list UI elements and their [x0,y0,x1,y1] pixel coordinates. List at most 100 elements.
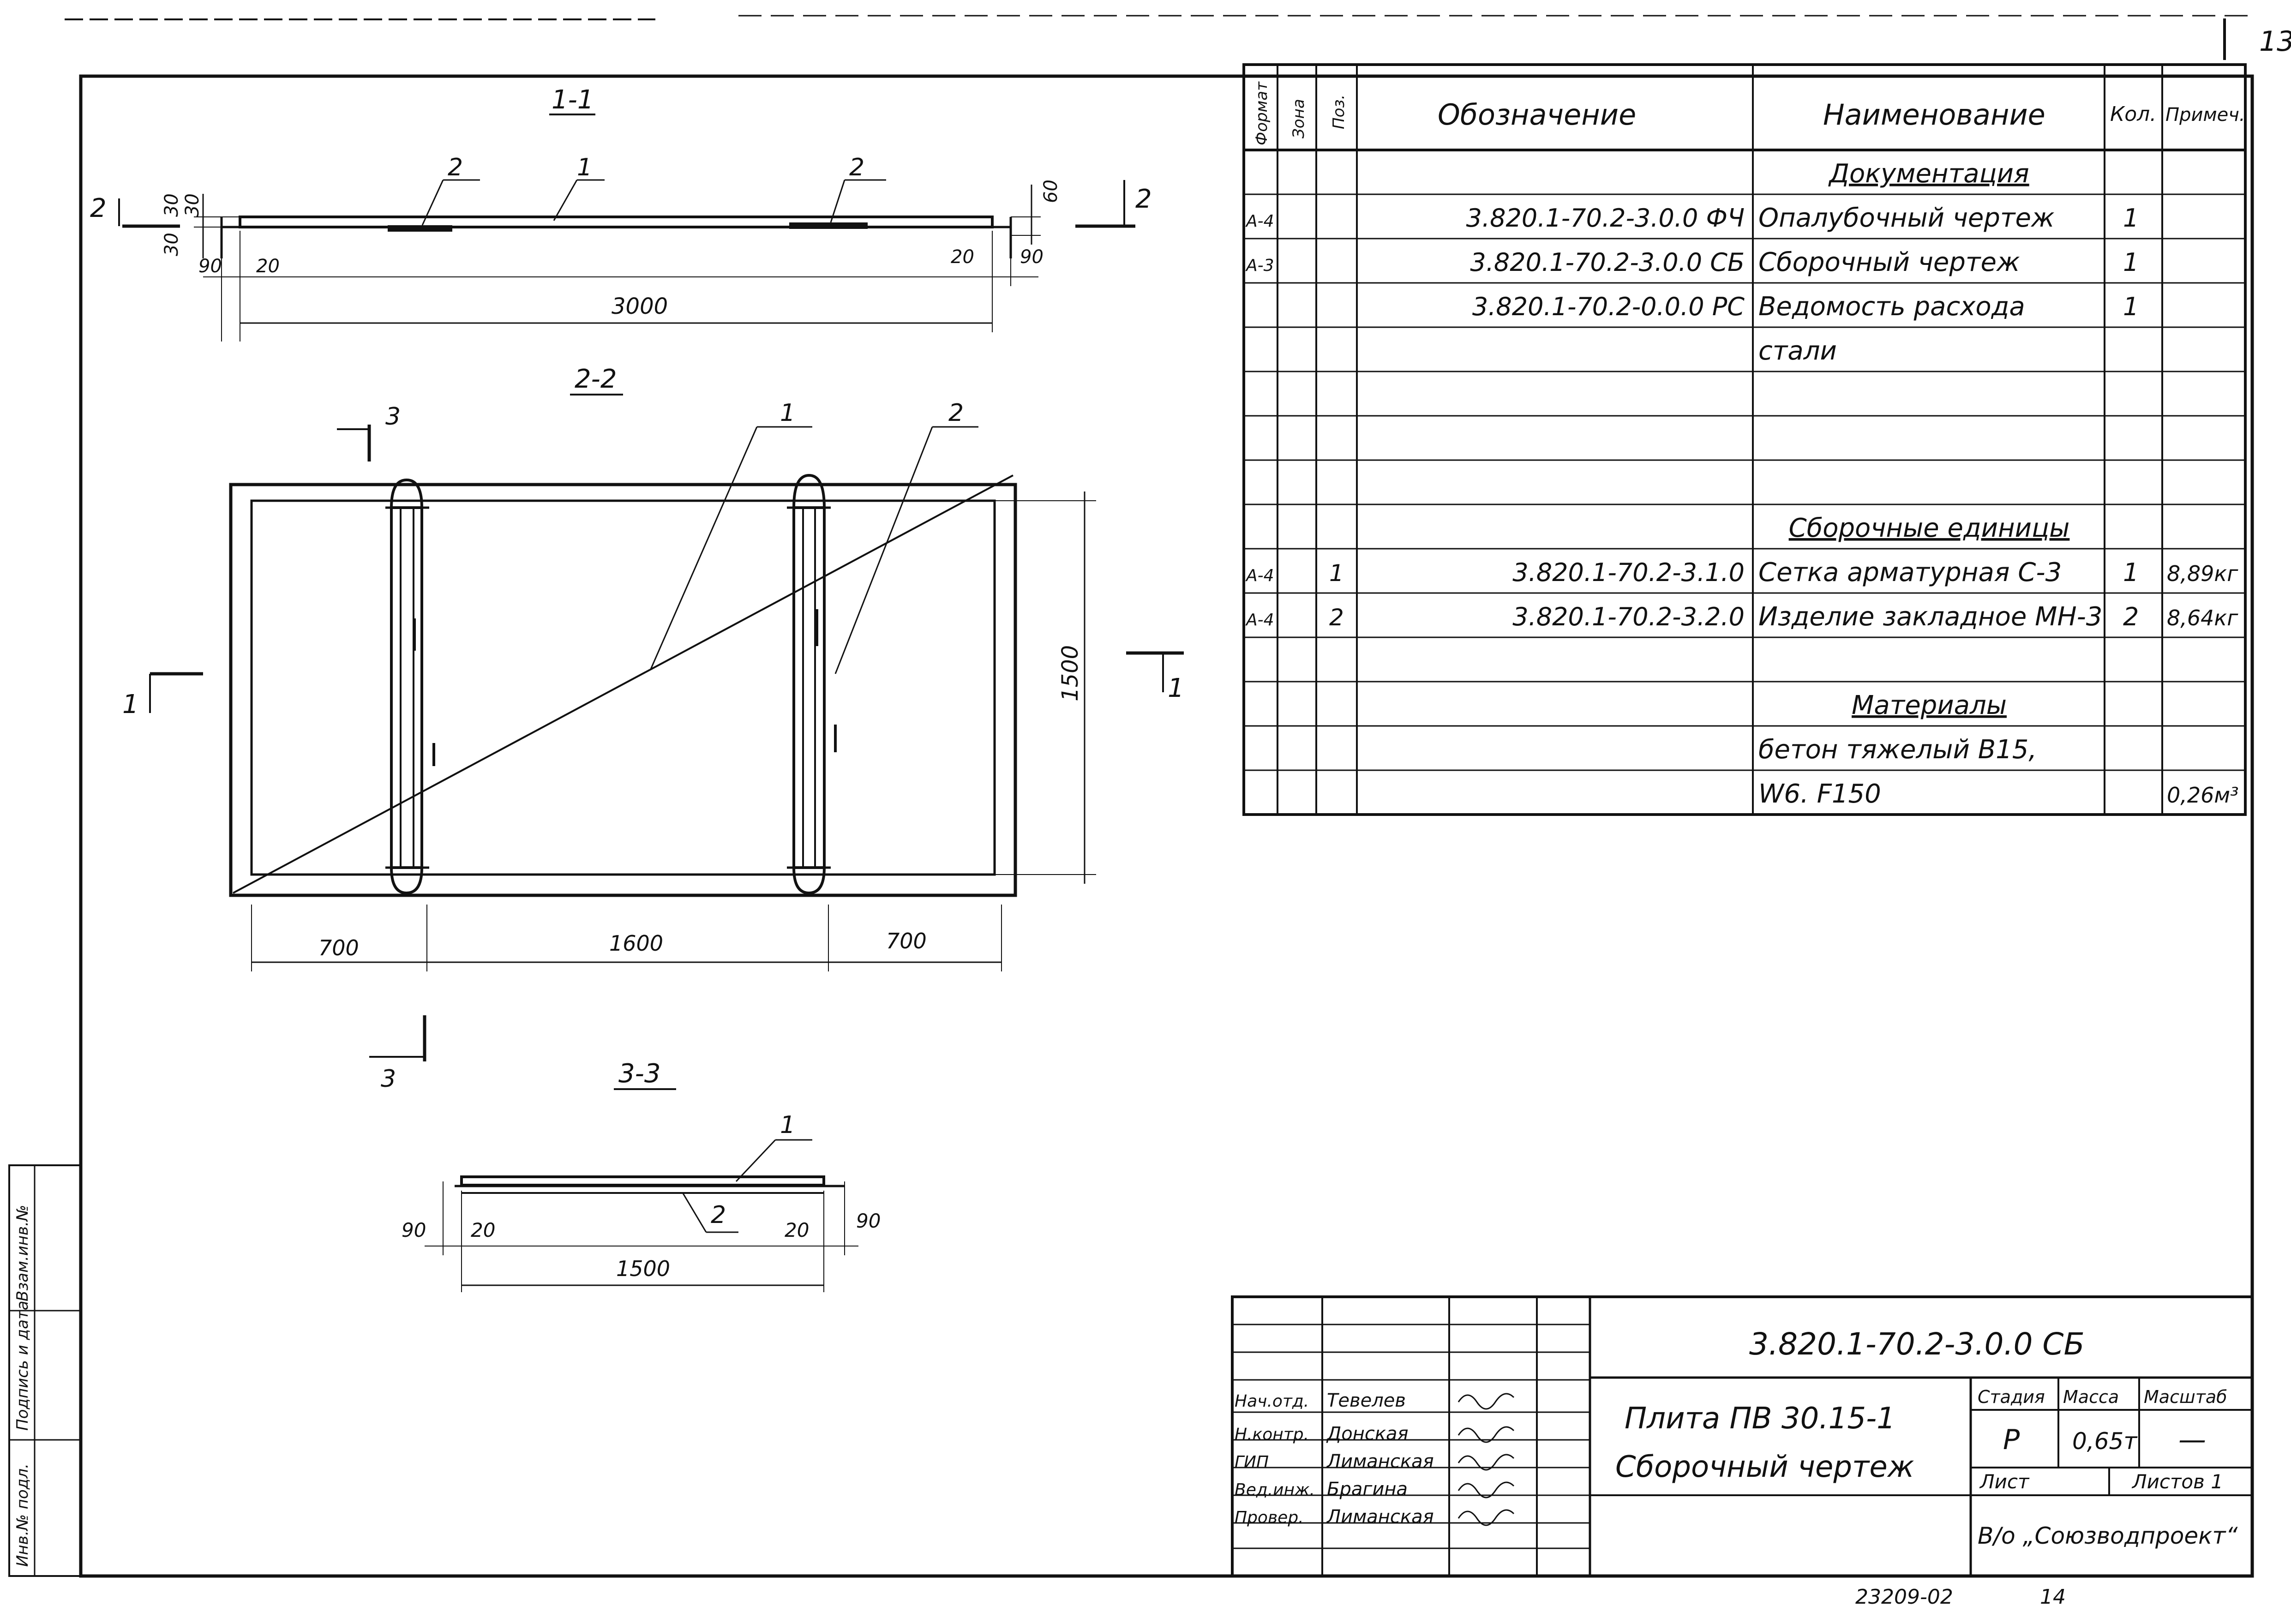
header-zone: Зона [1289,99,1308,138]
section-1-1-cut-right: 2 [1135,184,1152,214]
spec-cell-note: 8,89кг [2167,561,2238,586]
section-2-2-leader-2: 2 [948,399,964,427]
dim-90-right: 90 [1020,246,1044,268]
dim-30b: 30 [161,193,182,217]
dim-30c: 30 [161,233,182,256]
signature-role: ГИП [1235,1453,1269,1472]
signature-name: Донская [1326,1423,1409,1444]
organization: В/о „Союзводпроект“ [1978,1522,2238,1549]
embedded-part-left [385,478,435,895]
specification-table: Формат Зона Поз. Обозначение Наименовани… [1242,63,2247,816]
margin-label-replacement: Взам.инв.№ [13,1205,32,1301]
left-margin-stamp: Инв.№ подл. Подпись и дата Взам.инв.№ [8,1164,82,1577]
document-code: 3.820.1-70.2-3.0.0 СБ [1749,1326,2085,1362]
section-3-3-leader-1: 1 [780,1111,795,1139]
dim-700-left: 700 [318,935,359,960]
header-designation: Обозначение [1438,98,1636,132]
title-block: 3.820.1-70.2-3.0.0 СБ Плита ПВ 30.15-1 С… [1231,1295,2254,1577]
spec-cell-designation: 3.820.1-70.2-3.2.0 [1512,602,1745,631]
spec-cell-qty: 2 [2123,602,2139,631]
spec-cell-qty: 1 [2123,558,2139,587]
header-note: Примеч. [2165,104,2245,126]
section-1-1-title: 1-1 [552,85,594,115]
spec-cell-name: Материалы [1852,690,2007,720]
mesh-outline [250,499,996,876]
dim-1600: 1600 [609,931,663,956]
title-line-2: Сборочный чертеж [1615,1450,1914,1484]
header-name: Наименование [1823,98,2045,132]
section-3-3-dim-20-left: 20 [471,1219,495,1241]
spec-cell-pos: 1 [1329,560,1344,587]
section-1-1-leader-2a: 2 [448,154,463,181]
spec-cell-qty: 1 [2123,292,2139,321]
mass-value: 0,65т [2072,1428,2138,1455]
signature-mark [1457,1426,1515,1443]
signature-mark [1457,1393,1515,1410]
spec-cell-name: Изделие закладное МН-3 [1758,602,2102,632]
signature-role: Нач.отд. [1235,1392,1309,1411]
section-3-3-leader-2: 2 [711,1201,726,1229]
spec-cell-format: А-3 [1245,256,1274,275]
dim-700-right: 700 [886,929,927,953]
frame-footer-code: 23209-02 [1855,1585,1953,1609]
margin-label-inv: Инв.№ подл. [13,1463,32,1567]
spec-cell-format: А-4 [1245,212,1274,231]
section-2-2-cut-right: 1 [1168,673,1184,703]
section-3-3: 3-3 1 2 90 20 20 90 1500 [402,1059,881,1292]
section-1-1: 1-1 2 1 2 2 2 30 30 30 [90,85,1152,342]
signature-mark [1457,1509,1515,1526]
section-3-3-dim-20-right: 20 [785,1219,809,1241]
spec-cell-qty: 1 [2123,248,2139,277]
dim-30a: 30 [182,193,203,217]
section-2-2-title: 2-2 [575,364,617,394]
section-3-3-dim-90-left: 90 [402,1219,426,1241]
page-number: 13 [2259,25,2291,58]
mesh-diagonal [233,474,1014,894]
spec-cell-name: Сборочный чертеж [1758,247,2020,277]
slab-outline [229,483,1017,897]
spec-cell-name: W6. F150 [1758,779,1881,809]
section-3-3-dim-1500: 1500 [616,1256,670,1281]
slab-profile-1-1 [239,216,994,228]
section-2-2-cut-bottom: 3 [381,1065,396,1093]
signature-name: Брагина [1327,1479,1408,1500]
dim-20-left: 20 [256,256,280,277]
section-3-3-title: 3-3 [618,1059,660,1089]
header-pos: Поз. [1330,95,1348,129]
spec-cell-format: А-4 [1245,566,1274,585]
spec-cell-name: Сетка арматурная С-3 [1758,557,2062,587]
spec-cell-designation: 3.820.1-70.2-0.0.0 РС [1472,292,1745,321]
spec-cell-designation: 3.820.1-70.2-3.1.0 [1512,558,1745,587]
signature-name: Лиманская [1326,1506,1434,1528]
section-2-2-leader-1: 1 [780,399,795,427]
signature-name: Лиманская [1326,1451,1434,1472]
spec-cell-designation: 3.820.1-70.2-3.0.0 СБ [1470,248,1745,277]
embedded-plate-left [388,225,452,232]
dim-20-right: 20 [951,246,974,268]
stage-value: Р [2003,1424,2020,1456]
section-1-1-cut-left: 2 [90,193,107,223]
sheets-label: Листов 1 [2131,1470,2223,1493]
dim-90-left: 90 [198,256,222,277]
spec-cell-name: Опалубочный чертеж [1758,203,2054,233]
scale-value: — [2178,1424,2206,1456]
signature-mark [1457,1454,1515,1471]
signature-mark [1457,1481,1515,1498]
spec-cell-name: стали [1758,336,1837,366]
section-2-2-cut-top: 3 [385,403,401,431]
embedded-plate-right [789,222,868,229]
spec-cell-format: А-4 [1245,611,1274,629]
embedded-part-right [787,473,837,895]
stage-label: Стадия [1978,1387,2045,1407]
spec-cell-note: 0,26м³ [2167,783,2239,808]
drawing-frame [79,74,2254,1578]
dim-60: 60 [1040,180,1062,203]
spec-cell-name: бетон тяжелый В15, [1758,735,2037,765]
mass-label: Масса [2063,1387,2119,1407]
spec-cell-note: 8,64кг [2167,605,2238,630]
section-1-1-leader-1: 1 [577,154,592,181]
section-1-1-leader-2b: 2 [849,154,864,181]
spec-cell-name: Сборочные единицы [1789,513,2070,543]
section-3-3-dim-90-right: 90 [856,1210,881,1232]
